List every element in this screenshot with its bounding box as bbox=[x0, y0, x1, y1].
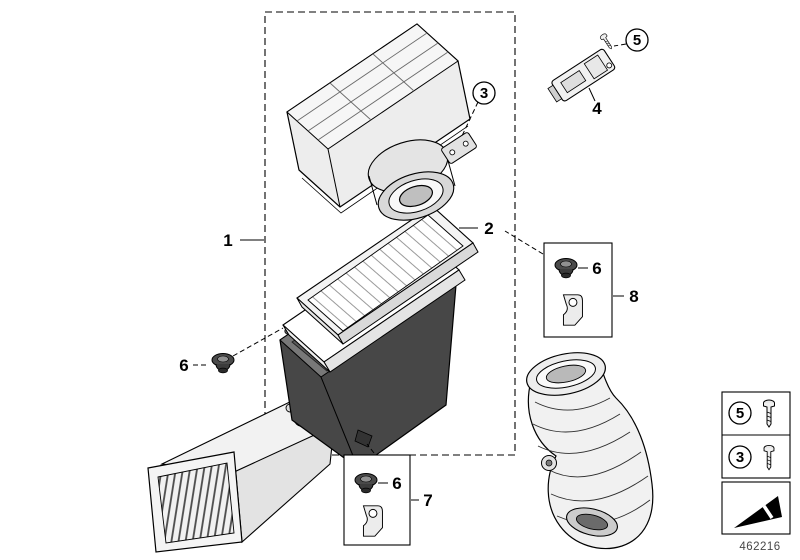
intake-hose bbox=[526, 352, 654, 550]
sensor-boss bbox=[441, 132, 477, 164]
legend-3-circle bbox=[728, 445, 752, 469]
callout-1: 1 bbox=[223, 231, 232, 250]
duct-grille bbox=[157, 462, 235, 544]
arrow-stripe bbox=[762, 505, 774, 519]
callout-5: 5 bbox=[633, 32, 641, 49]
housing-bottom-tab bbox=[354, 429, 373, 448]
leader-4 bbox=[588, 87, 596, 102]
leader-box-bottom bbox=[366, 443, 375, 454]
callout-4: 4 bbox=[592, 99, 602, 118]
leader-5 bbox=[613, 43, 627, 47]
mount-kit-box-right: 6 8 bbox=[504, 230, 639, 338]
callout-7: 7 bbox=[423, 491, 432, 510]
callout-3: 3 bbox=[480, 85, 488, 102]
filter-pleats bbox=[307, 214, 464, 332]
upper-housing bbox=[286, 23, 477, 221]
filter-element bbox=[296, 205, 479, 345]
fastener-legend: 5 3 bbox=[721, 391, 791, 479]
callout-6-bottom: 6 bbox=[392, 474, 401, 493]
callout-6-right: 6 bbox=[592, 259, 601, 278]
direction-arrow-icon bbox=[734, 496, 782, 528]
legend-5-number: 5 bbox=[736, 405, 744, 422]
leader-6-left-b bbox=[232, 327, 284, 357]
direction-arrow-box bbox=[721, 481, 791, 535]
callout-5-circle bbox=[625, 28, 649, 52]
callout-3-circle bbox=[472, 81, 496, 105]
air-outlet bbox=[367, 139, 456, 221]
callouts: 1 2 3 4 5 6 bbox=[179, 28, 649, 375]
rubber-mount-left-icon bbox=[211, 353, 235, 374]
maf-sensor bbox=[547, 48, 616, 103]
cover-ribs bbox=[296, 32, 449, 141]
legend-3-number: 3 bbox=[736, 449, 744, 466]
doc-number: 462216 bbox=[739, 541, 780, 553]
kit-box-right bbox=[543, 242, 613, 338]
callout-6-left: 6 bbox=[179, 356, 188, 375]
screw-icon bbox=[599, 32, 615, 51]
legend-5-circle bbox=[728, 401, 752, 425]
callout-2: 2 bbox=[484, 219, 493, 238]
mount-kit-box-bottom: 6 7 bbox=[343, 443, 433, 546]
leader-3 bbox=[460, 101, 479, 139]
callout-8: 8 bbox=[629, 287, 638, 306]
leader-box-right bbox=[504, 230, 544, 255]
maf-sensor-screw bbox=[599, 32, 615, 51]
